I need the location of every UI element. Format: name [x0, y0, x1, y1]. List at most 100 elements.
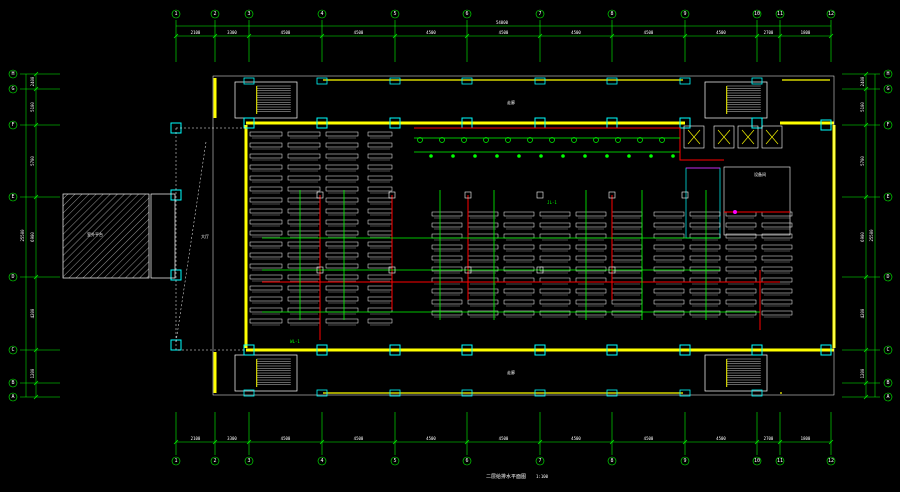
desk	[761, 211, 793, 217]
desk	[367, 142, 393, 148]
desk	[325, 219, 359, 225]
top-dim-value: 3300	[227, 30, 237, 35]
desk	[467, 244, 499, 250]
window-mark	[606, 389, 618, 397]
desk	[575, 299, 607, 305]
window-mark	[606, 77, 618, 85]
column-bubble	[752, 9, 762, 19]
desk	[325, 175, 359, 181]
column-bubble	[171, 456, 181, 466]
sprinkler-head	[439, 137, 445, 143]
building-outline	[212, 75, 835, 396]
top-dim-value: 4500	[499, 30, 509, 35]
bottom-dim-value: 1800	[801, 436, 811, 441]
desk	[761, 310, 793, 316]
desk	[761, 277, 793, 283]
hall-outline	[175, 127, 246, 351]
desk	[431, 211, 463, 217]
left-dim-tick	[33, 122, 39, 128]
sprinkler-head	[549, 137, 555, 143]
left-total-dim-value: 25500	[20, 229, 25, 242]
column-bubble	[826, 456, 836, 466]
furniture-layer	[249, 131, 793, 326]
bottom-dim-tick	[464, 439, 470, 445]
desk	[503, 299, 535, 305]
column-bubble-label: 11	[777, 11, 783, 17]
desk	[325, 285, 359, 291]
desk	[611, 299, 643, 305]
pipe-riser-box	[316, 191, 324, 199]
desk	[325, 230, 359, 236]
desk	[725, 277, 757, 283]
desk	[325, 241, 359, 247]
desk	[367, 197, 393, 203]
drain-verticals	[299, 190, 707, 320]
desk	[575, 310, 607, 316]
desk	[611, 233, 643, 239]
desk	[325, 164, 359, 170]
bottom-dim-tick	[537, 439, 543, 445]
structural-column	[679, 117, 691, 129]
fixture-mark	[717, 129, 731, 145]
window-mark	[243, 389, 255, 397]
right-dim-tick	[863, 274, 869, 280]
desk	[431, 244, 463, 250]
row-bubble-label: C	[886, 347, 889, 353]
floor-drain	[451, 154, 455, 158]
desk	[249, 219, 283, 225]
window-mark	[316, 389, 328, 397]
desk	[503, 288, 535, 294]
left-dim-tick	[33, 194, 39, 200]
label-layer: 走廊 走廊 大厅 室外平台 设备间 JL-1 WL-1 54000 二层给排水平…	[87, 20, 766, 480]
desk	[575, 255, 607, 261]
column-bubble	[244, 456, 254, 466]
column-bubble-label: 5	[393, 458, 396, 464]
row-bubble	[883, 378, 893, 388]
right-dim-value: 5100	[860, 102, 865, 112]
fixture-mark	[687, 129, 701, 145]
desk	[325, 197, 359, 203]
desk	[467, 233, 499, 239]
desk	[367, 252, 393, 258]
top-dim-tick	[319, 33, 325, 39]
desk	[539, 299, 571, 305]
row-bubble	[8, 392, 18, 402]
column-bubble-label: 8	[610, 11, 613, 17]
bottom-dim-value: 3300	[227, 436, 237, 441]
desk	[725, 244, 757, 250]
desk	[761, 222, 793, 228]
desk	[287, 230, 321, 236]
stair-northeast	[704, 81, 768, 119]
supply-main-top	[414, 127, 724, 161]
room-right-label: 设备间	[754, 171, 766, 177]
right-dim-value: 4200	[860, 308, 865, 318]
desk	[653, 244, 685, 250]
floor-drain	[473, 154, 477, 158]
column-bubble-label: 1	[174, 11, 177, 17]
top-dim-tick	[212, 33, 218, 39]
desk	[575, 288, 607, 294]
column-bubble	[535, 9, 545, 19]
sprinkler-head	[571, 137, 577, 143]
bottom-dim-tick	[246, 439, 252, 445]
desk	[539, 211, 571, 217]
top-dim-tick	[609, 33, 615, 39]
desk	[611, 288, 643, 294]
row-bubble-label: A	[11, 394, 14, 400]
top-dim-value: 4500	[644, 30, 654, 35]
desk	[367, 318, 393, 324]
desk	[367, 296, 393, 302]
corridor-top-label: 走廊	[507, 99, 515, 105]
desk	[761, 233, 793, 239]
drawing-scale: 1:100	[536, 474, 549, 479]
desk	[467, 288, 499, 294]
structural-column	[534, 344, 546, 356]
supply-risers	[319, 195, 761, 340]
sprinkler-head	[659, 137, 665, 143]
column-bubble-label: 3	[247, 458, 250, 464]
structural-column	[461, 344, 473, 356]
desk	[431, 299, 463, 305]
bottom-dim-tick	[754, 439, 760, 445]
floor-drain	[539, 154, 543, 158]
